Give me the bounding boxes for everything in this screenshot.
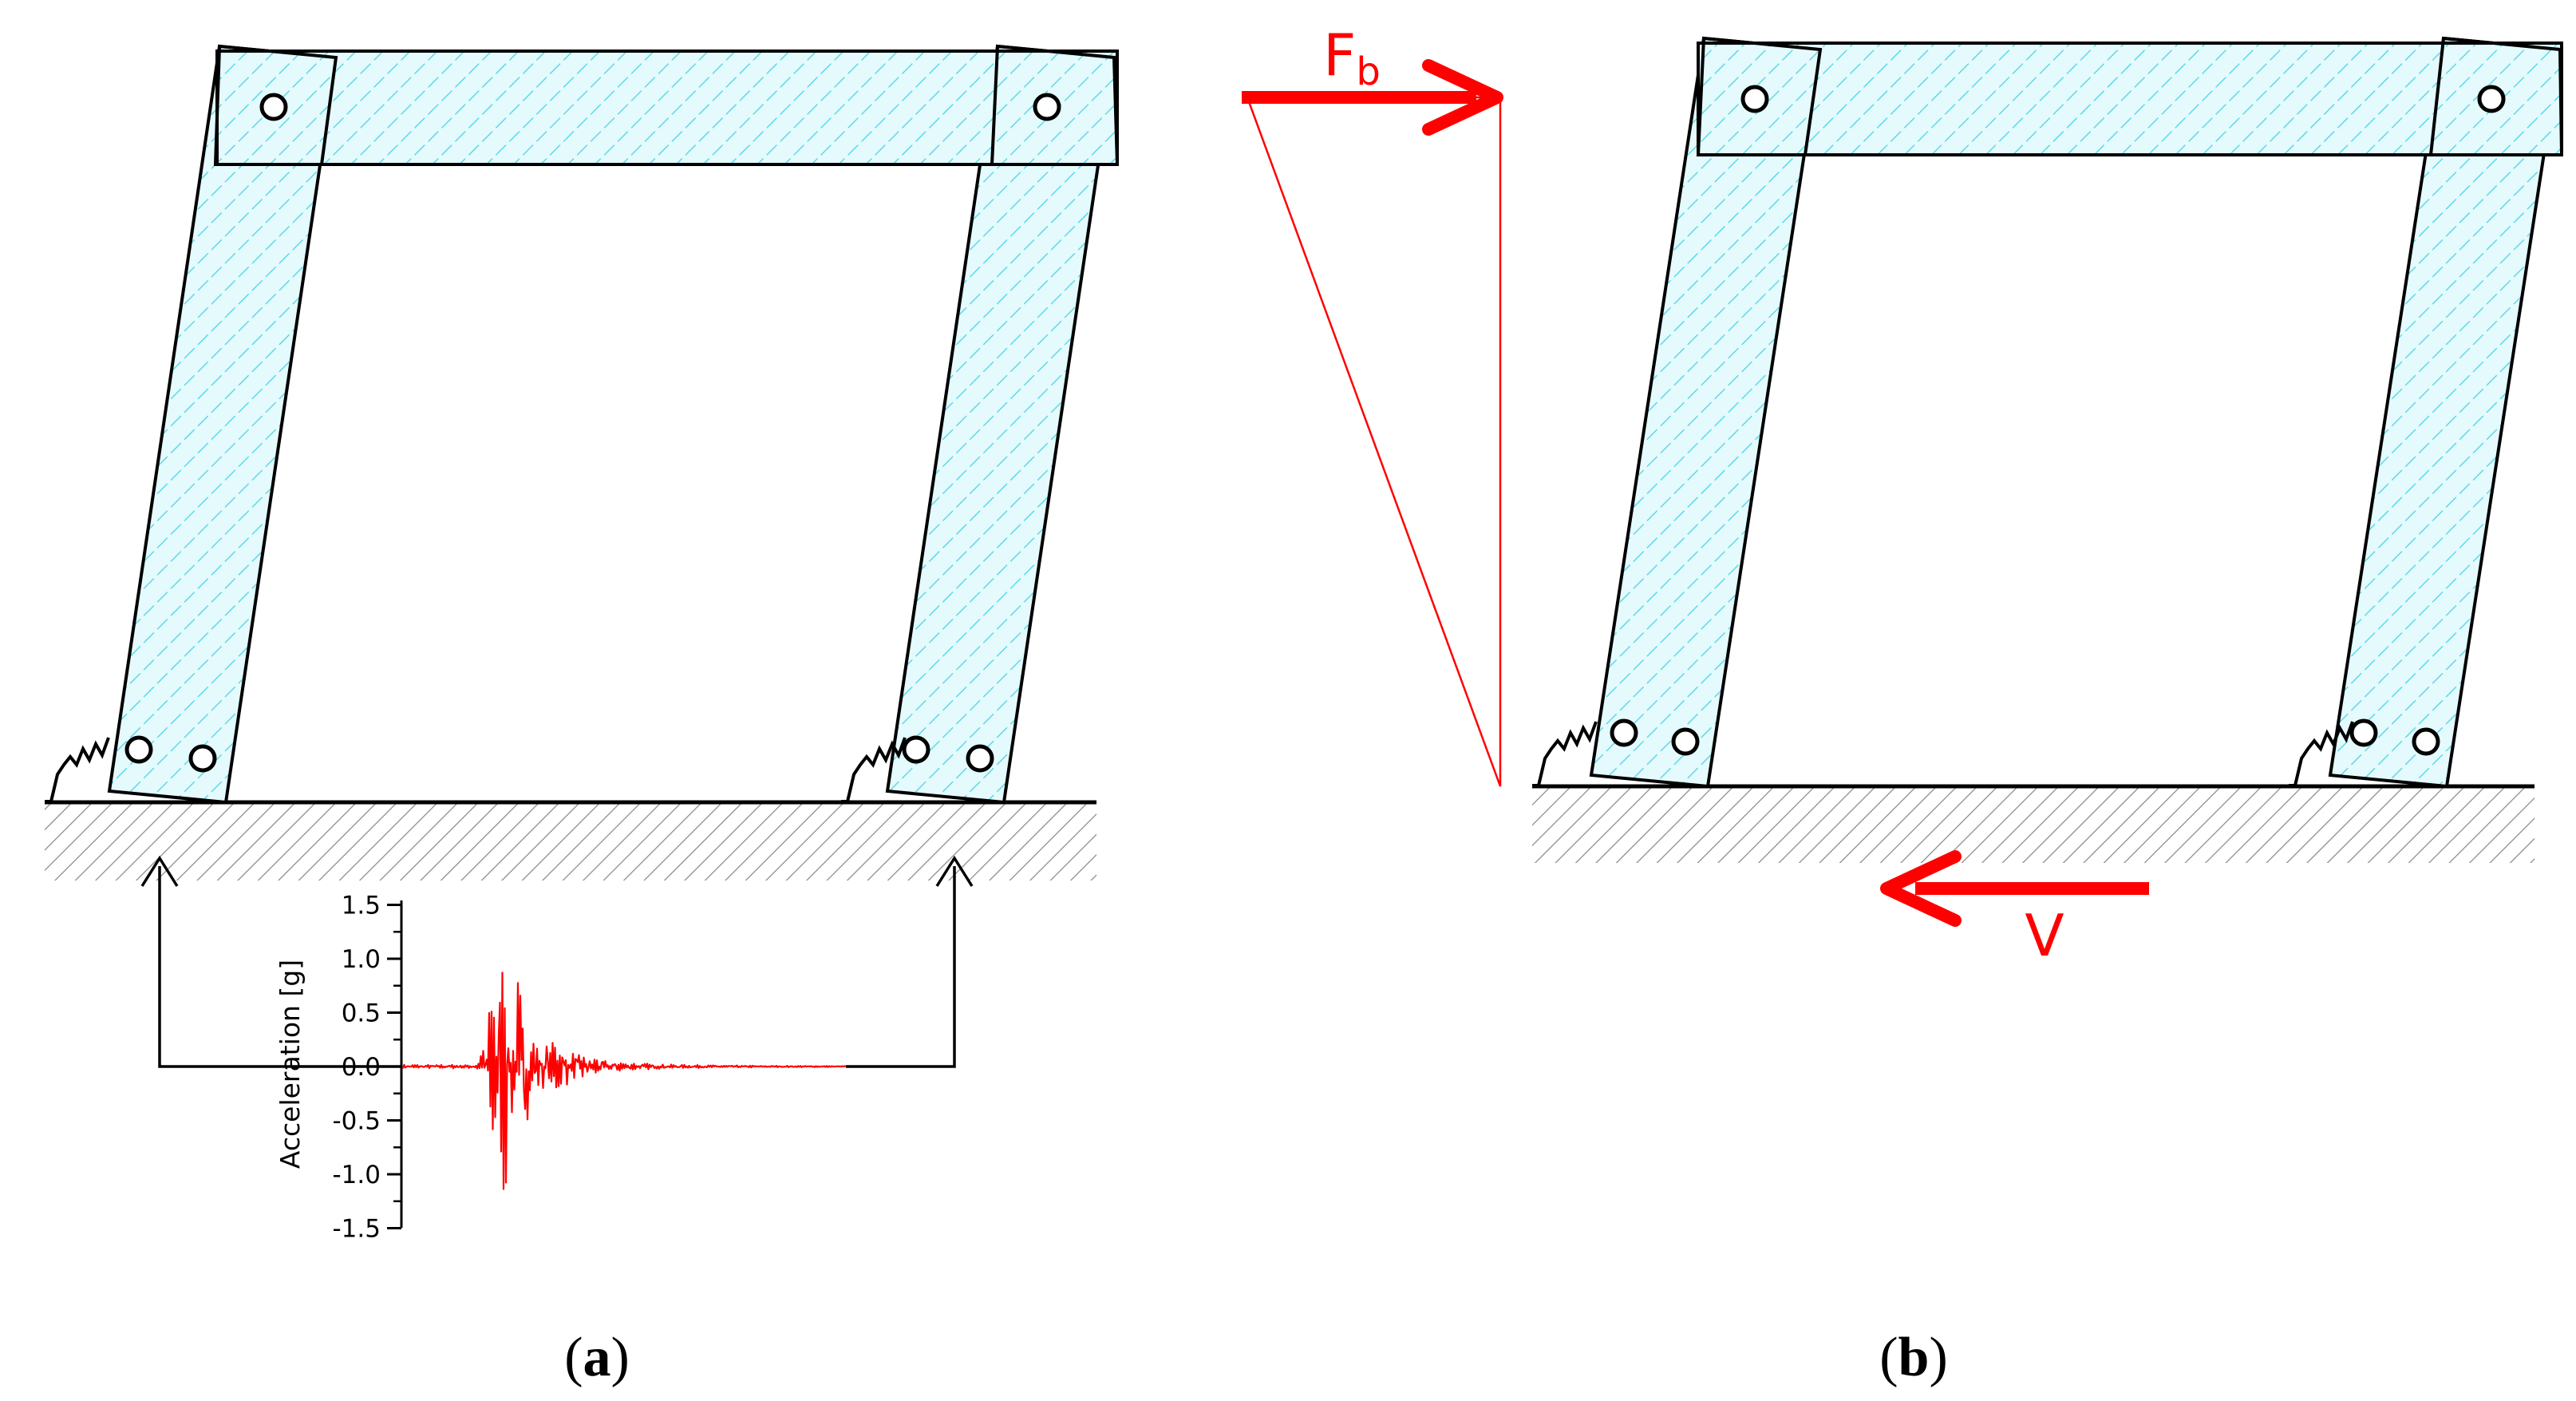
caption-b-close: ): [1929, 1327, 1947, 1388]
excitation-arrow-right: [846, 866, 956, 1068]
left-joint-outline-a: [213, 44, 338, 166]
spring-right-a: [846, 737, 907, 802]
accel-tick-group: 1.5 1.0 0.5 0.0 -0.5 -1.0 -1.5: [333, 892, 401, 1244]
caption-b: (b): [1879, 1327, 1948, 1388]
force-arrow-top-head: [1422, 59, 1503, 136]
hinge-base-right-2-b: [2412, 727, 2440, 756]
hinge-base-right-1-b: [2349, 718, 2378, 747]
excitation-arrow-right-head: [935, 855, 974, 887]
accel-tick-label: 1.5: [342, 892, 381, 920]
accel-y-label: Acceleration [g]: [275, 960, 306, 1169]
accel-tick-label: 1.0: [342, 945, 381, 974]
accel-tick-label: -1.5: [333, 1215, 381, 1244]
hinge-beam-right-a: [1033, 93, 1061, 121]
excitation-arrow-left: [158, 866, 401, 1068]
acceleration-plot: 1.5 1.0 0.5 0.0 -0.5 -1.0 -1.5 Acceleration [g…: [275, 892, 847, 1244]
accel-tick-label: -0.5: [333, 1107, 381, 1136]
accel-tick-label: 0.0: [342, 1053, 381, 1082]
inverted-triangle-load: [1246, 96, 1502, 787]
accel-tick-label: -1.0: [333, 1161, 381, 1189]
hinge-base-left-2-b: [1671, 727, 1700, 756]
force-top-main: F: [1323, 22, 1356, 89]
force-top-label: Fb: [1323, 22, 1381, 94]
caption-b-letter: b: [1898, 1327, 1930, 1388]
right-joint-outline-b: [2428, 36, 2564, 156]
left-joint-outline-b: [1696, 36, 1823, 156]
hinge-base-left-1-b: [1610, 718, 1638, 747]
caption-a-open: (: [564, 1327, 583, 1388]
hinge-beam-right-b: [2477, 85, 2506, 113]
hinge-base-right-2-a: [966, 744, 994, 773]
spring-left-b: [1537, 721, 1598, 786]
right-joint-outline-a: [990, 44, 1120, 166]
force-arrow-base-head: [1880, 850, 1962, 927]
hinge-beam-left-a: [259, 93, 288, 121]
spring-left-a: [49, 737, 110, 802]
caption-a-letter: a: [583, 1327, 611, 1388]
panel-a: 1.5 1.0 0.5 0.0 -0.5 -1.0 -1.5 Acceleration [g…: [45, 44, 1120, 1388]
spring-right-b: [2294, 721, 2354, 786]
beam-a: [215, 49, 1119, 166]
ground-hatch-b: [1532, 786, 2535, 863]
force-distribution: Fb: [1242, 22, 1503, 787]
accel-tick-label: 0.5: [342, 999, 381, 1028]
panel-b: V (b): [1532, 36, 2564, 1388]
excitation-arrow-left-head: [140, 855, 179, 887]
ground-hatch-a: [45, 802, 1096, 881]
accel-signal-trace: [401, 972, 847, 1190]
caption-a: (a): [564, 1327, 630, 1388]
hinge-base-left-1-a: [124, 735, 153, 764]
hinge-beam-left-b: [1740, 85, 1769, 113]
force-top-subscript: b: [1356, 49, 1380, 94]
hinge-base-right-1-a: [902, 735, 930, 764]
hinge-base-left-2-a: [188, 744, 217, 773]
force-base-label: V: [2025, 902, 2064, 969]
caption-a-close: ): [611, 1327, 630, 1388]
beam-b: [1697, 42, 2563, 156]
caption-b-open: (: [1879, 1327, 1898, 1388]
